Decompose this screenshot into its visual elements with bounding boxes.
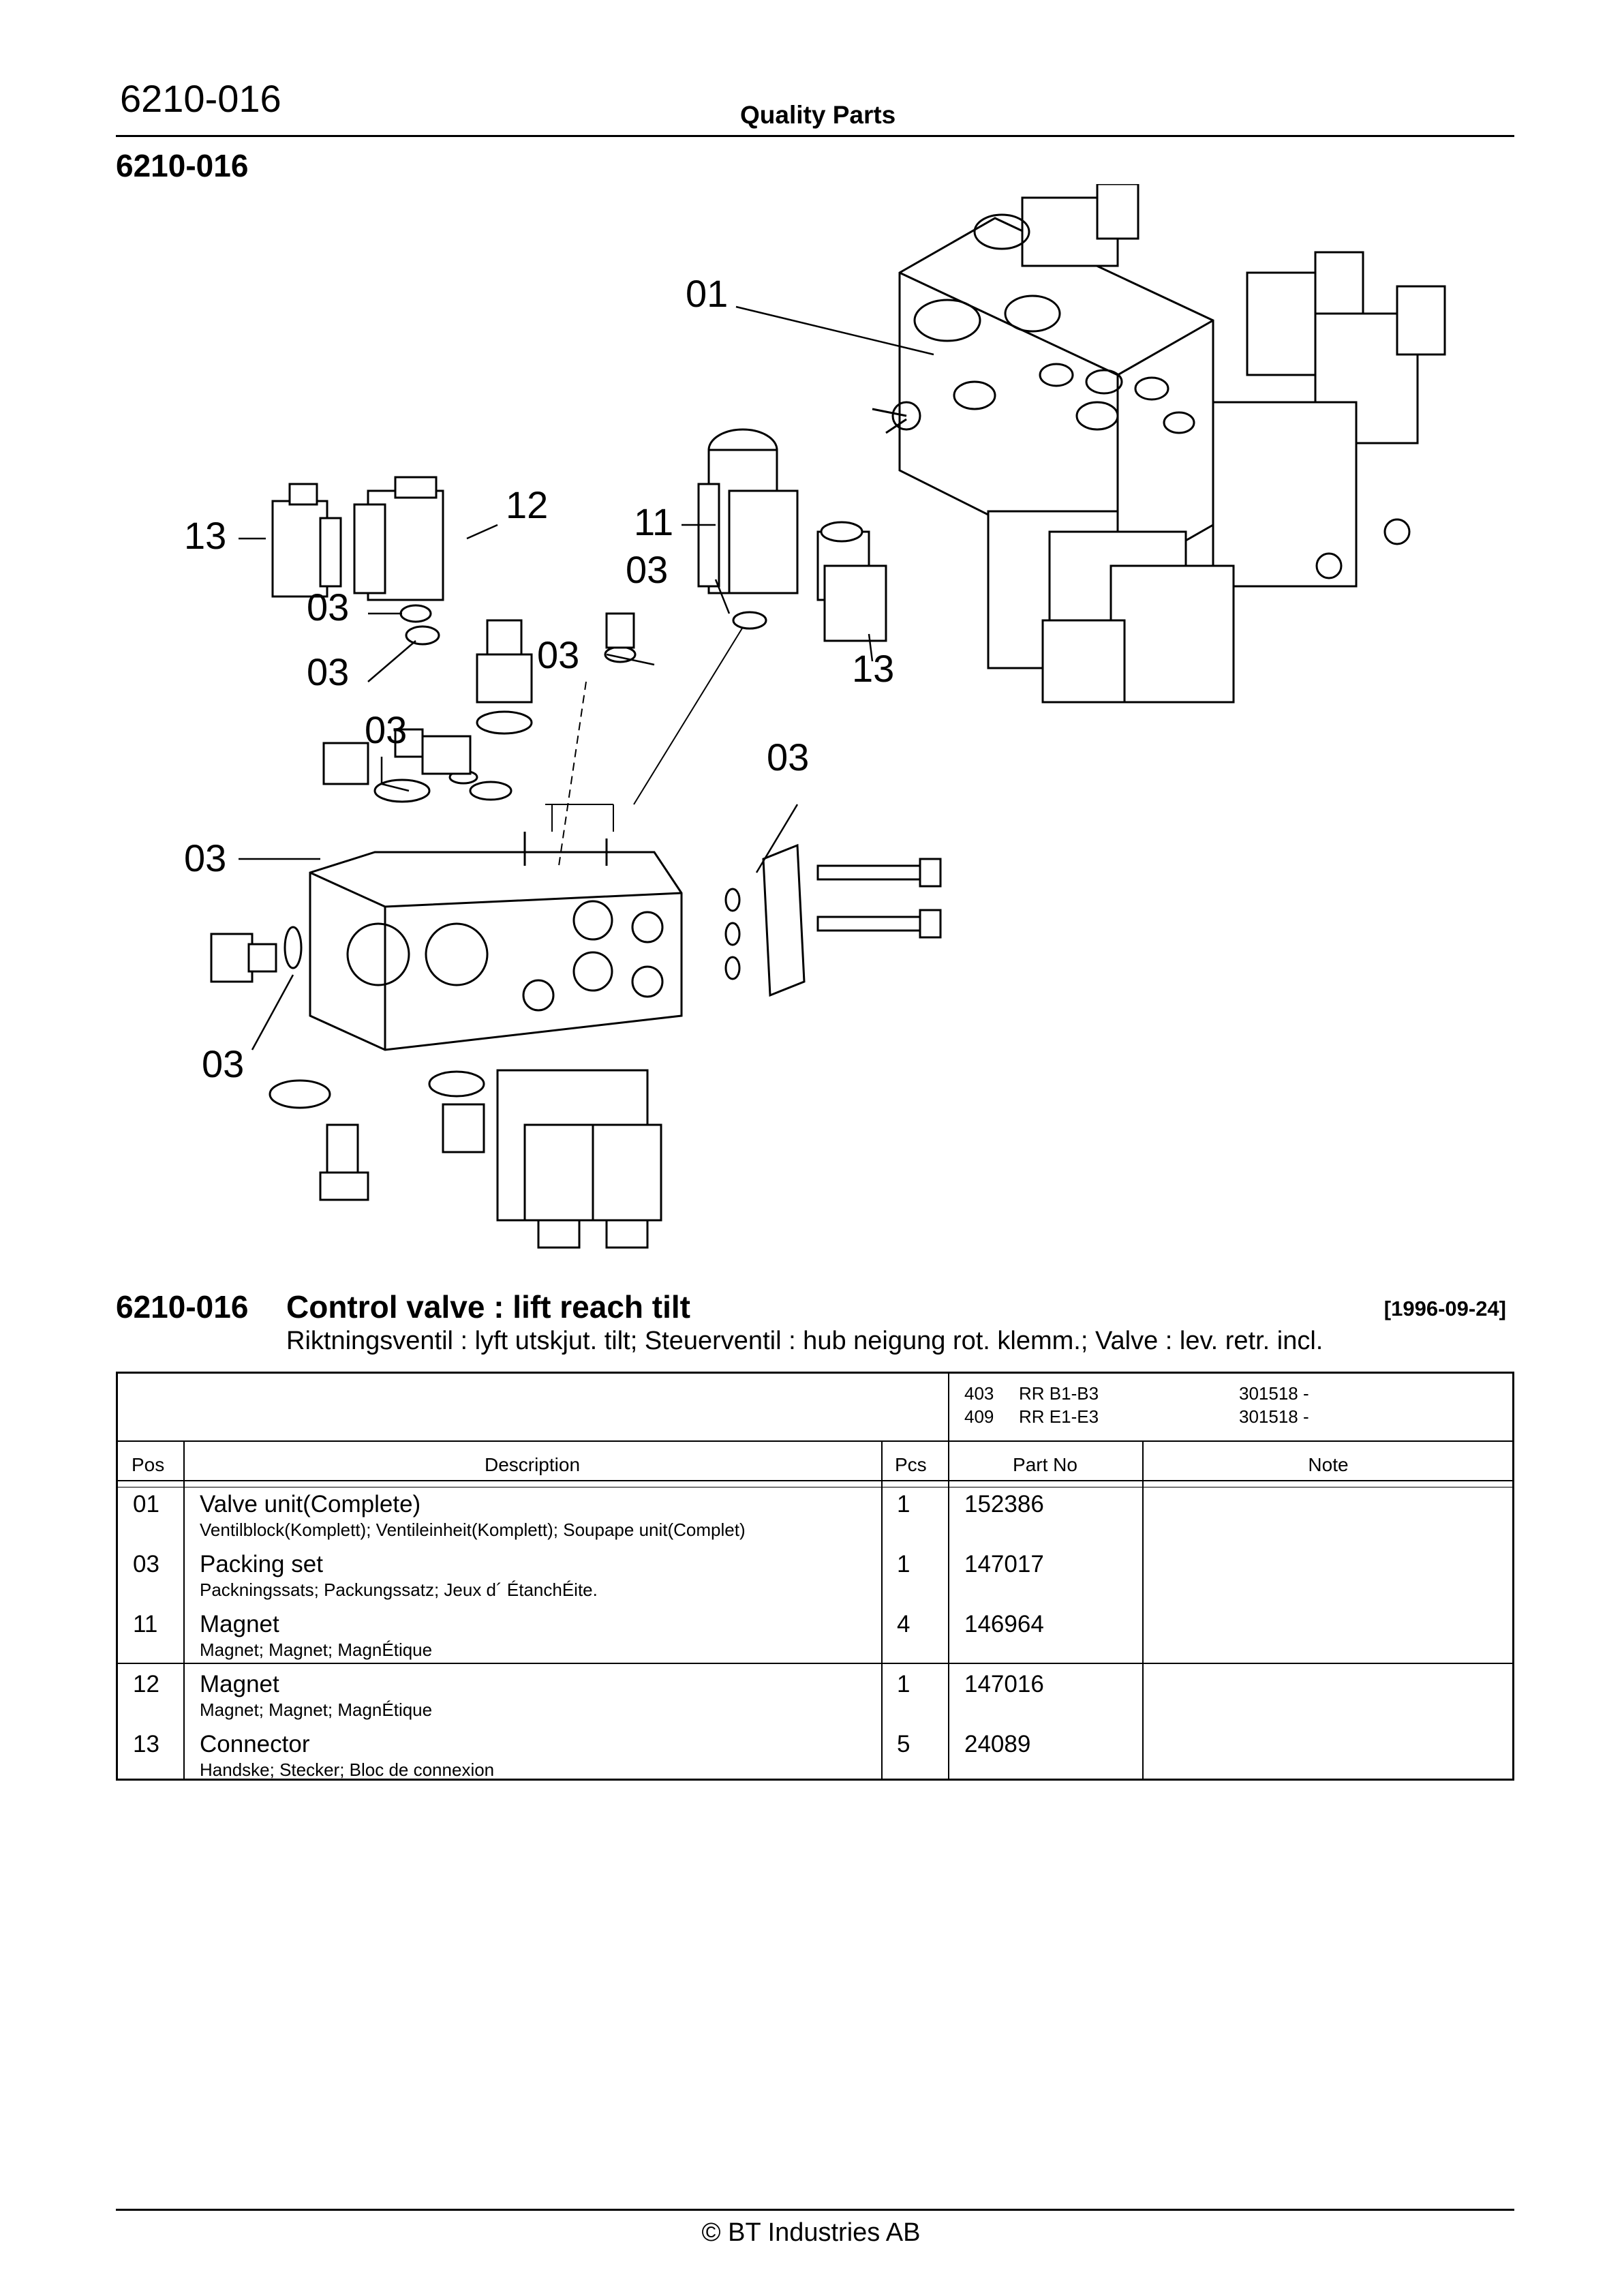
row-description: Valve unit(Complete) [200,1491,421,1517]
manifold-block-drawing [309,626,744,1051]
solenoid-12-drawing [271,476,444,601]
callout-13-right: 13 [852,647,894,690]
exploded-parts-diagram: 01 13 12 11 03 03 03 03 13 03 03 03 03 [184,184,1446,1249]
row-description: Magnet [200,1671,279,1697]
header-rule [116,135,1514,137]
model-serial-1: 301518 - [1239,1383,1309,1404]
col-divider-desc [881,1442,883,1779]
col-divider-pcs [948,1442,949,1779]
header-top-rule [118,1440,1512,1442]
row-pos: 11 [133,1611,158,1637]
callout-03-g: 03 [184,836,226,879]
model-code-1: 403 [964,1383,994,1404]
row-pos: 12 [133,1671,159,1697]
col-divider-pos [183,1442,185,1779]
model-name-2: RR E1-E3 [1019,1406,1099,1427]
row-pos: 03 [133,1551,159,1577]
callout-03-c: 03 [307,650,349,693]
valve-unit-drawing [872,184,1446,704]
plugs-fittings-drawing [210,612,635,1201]
row-description: Packing set [200,1551,323,1577]
row-pcs: 1 [897,1671,911,1697]
caption-title: Control valve : lift reach tilt [286,1289,690,1325]
caption-translation: Riktningsventil : lyft utskjut. tilt; St… [286,1327,1323,1355]
header-bottom-rule [118,1480,1512,1481]
caption-code: 6210-016 [116,1289,249,1325]
row-translation: Handske; Stecker; Bloc de connexion [200,1759,495,1780]
row-pcs: 1 [897,1551,911,1577]
callout-11: 11 [634,500,673,543]
row-translation: Ventilblock(Komplett); Ventileinheit(Kom… [200,1520,746,1540]
header-pcs: Pcs [895,1454,927,1475]
mounting-bar-bolts-drawing [762,843,942,997]
solenoid-11-drawing [697,428,887,642]
row-pcs: 1 [897,1491,911,1517]
callout-03-d: 03 [537,633,579,676]
seal-rings-drawing [269,604,767,1109]
callout-12: 12 [506,483,548,526]
document-code: 6210-016 [120,77,281,120]
row-part-no: 24089 [964,1731,1031,1757]
model-code-2: 409 [964,1406,994,1427]
parts-table: 403 RR B1-B3 301518 - 409 RR E1-E3 30151… [116,1372,1514,1781]
row-part-no: 147016 [964,1671,1044,1697]
row-pcs: 5 [897,1731,911,1757]
callout-03-e: 03 [365,708,407,751]
row-translation: Packningssats; Packungssatz; Jeux d´ Éta… [200,1580,598,1600]
header-pos: Pos [132,1454,165,1475]
row-description: Connector [200,1731,310,1757]
model-divider [948,1374,949,1442]
row-part-no: 146964 [964,1611,1044,1637]
caption-date: [1996-09-24] [1383,1297,1506,1320]
row-translation: Magnet; Magnet; MagnÉtique [200,1700,433,1720]
header-note: Note [1308,1454,1349,1475]
row-pcs: 4 [897,1611,911,1637]
callout-03-b: 03 [307,586,349,629]
leader-lines [239,305,934,1051]
row-part-no: 152386 [964,1491,1044,1517]
row-description: Magnet [200,1611,279,1637]
copyright: © BT Industries AB [701,2218,921,2247]
row-pos: 01 [133,1491,159,1517]
callout-13-left: 13 [184,514,226,557]
callout-01: 01 [686,272,728,315]
row-pos: 13 [133,1731,159,1757]
model-serial-2: 301518 - [1239,1406,1309,1427]
row-part-no: 147017 [964,1551,1044,1577]
group-rule [118,1663,1512,1664]
callout-03-f: 03 [767,736,809,779]
row-translation: Magnet; Magnet; MagnÉtique [200,1640,433,1660]
quality-parts-label: Quality Parts [740,101,896,129]
model-name-1: RR B1-B3 [1019,1383,1099,1404]
header-part-no: Part No [1013,1454,1077,1475]
header-description: Description [484,1454,581,1475]
callout-03-h: 03 [202,1042,244,1085]
col-divider-part [1142,1442,1144,1779]
double-solenoid-drawing [496,1069,662,1249]
footer-rule [116,2209,1514,2211]
section-code: 6210-016 [116,148,249,183]
callout-03-a: 03 [626,548,668,591]
